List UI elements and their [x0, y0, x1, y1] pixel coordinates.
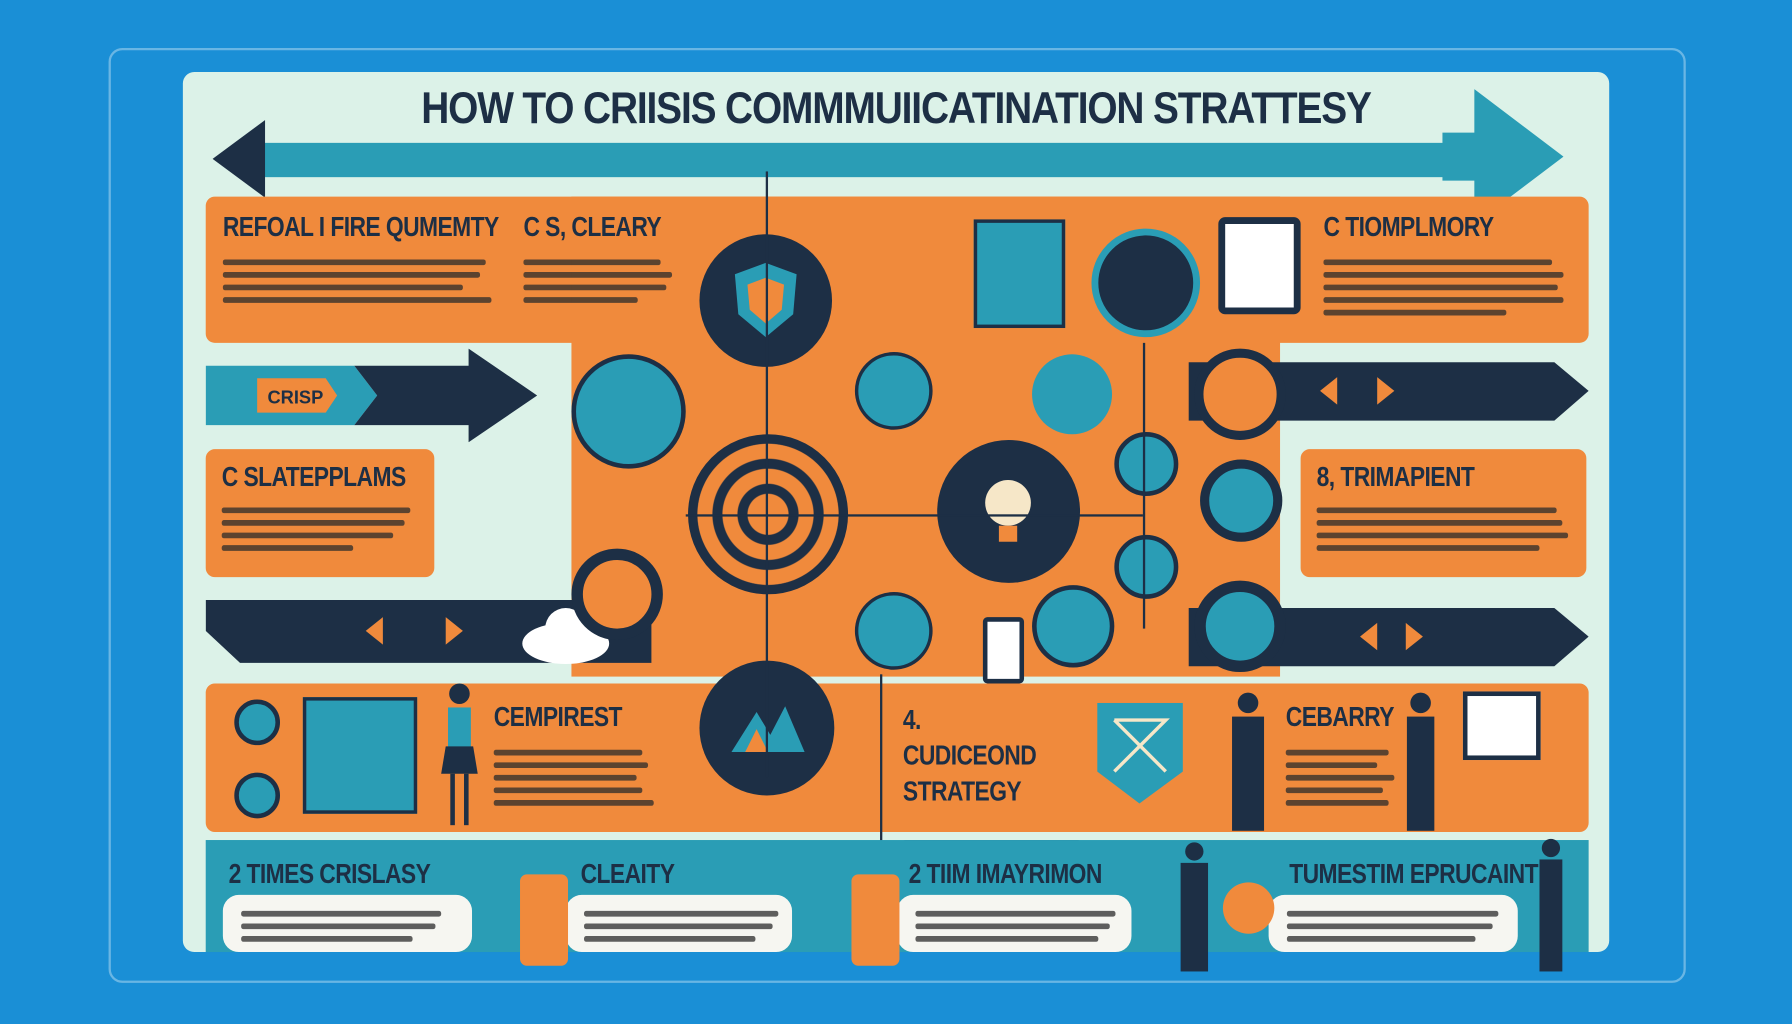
connector-line [1142, 342, 1146, 629]
team-icon [1091, 228, 1201, 338]
crisp-label: CRISP [267, 388, 324, 409]
section-top-2: C S, CLEARY [523, 213, 683, 303]
section-low-3: CEBARRY [1285, 702, 1423, 806]
gear-icon [1200, 459, 1283, 542]
section-bottom-1-text [222, 894, 473, 953]
person-icon [1406, 692, 1435, 831]
person-icon [1539, 838, 1563, 972]
monitor-icon [571, 354, 686, 469]
page-title: HOW TO CRIISIS COMMMUIICATINATION STRATT… [421, 83, 1372, 134]
globe-icon [1032, 585, 1115, 668]
section-top-1: REFOAL I FIRE QUMEMTY [222, 212, 499, 303]
connector-line [765, 171, 769, 778]
section-heading: CEMPIREST [493, 702, 623, 734]
section-bottom-4: TUMESTIM EPRUCAINT [1289, 859, 1538, 889]
lightbulb-icon [937, 440, 1081, 583]
cloud-icon [522, 608, 610, 665]
person-icon [1232, 692, 1265, 831]
outer-frame [108, 48, 1686, 983]
section-low-1: CEMPIREST [493, 702, 683, 806]
section-bottom-4-text [1268, 894, 1518, 953]
section-heading: C SLATEPPLAMS [221, 462, 406, 494]
person-icon [1180, 842, 1209, 972]
phone-icon [982, 617, 1025, 684]
lower-band [205, 683, 1589, 833]
section-heading: CEBARRY [1285, 702, 1395, 734]
connector-line [685, 514, 1143, 517]
node-icon [1194, 580, 1286, 673]
section-body [1316, 507, 1571, 551]
section-bottom-3: 2 TIIM IMAYRIMON [909, 859, 1103, 889]
section-heading: 4. CUDICEOND STRATEGY [902, 705, 1037, 808]
section-bottom-1: 2 TIMES CRISLASY [229, 859, 431, 889]
section-heading: CLEAITY [580, 859, 675, 890]
section-bottom-2: CLEAITY [581, 859, 675, 889]
hand-icon [520, 874, 569, 966]
badge-icon [1097, 702, 1183, 804]
node-icon [1114, 534, 1179, 599]
section-body [1285, 749, 1423, 806]
section-top-3: C TIOMPLMORY [1323, 213, 1574, 316]
arrow-right-head-icon [1442, 89, 1564, 225]
section-mid-2: 8, TRIMAPIENT [1300, 449, 1587, 578]
section-mid-1: C SLATEPPLAMS [205, 449, 435, 578]
section-body [222, 259, 497, 303]
section-heading: REFOAL I FIRE QUMEMTY [222, 212, 499, 243]
section-heading: 8, TRIMAPIENT [1316, 462, 1475, 494]
hand-icon [851, 874, 900, 966]
tablet-icon [1218, 217, 1301, 315]
node-icon [234, 699, 281, 746]
node-icon [1114, 432, 1179, 497]
node-icon [571, 548, 663, 641]
node-icon [234, 772, 281, 819]
section-heading: TUMESTIM EPRUCAINT [1289, 859, 1538, 890]
arrow-left-head-icon [212, 120, 266, 198]
section-bottom-2-text [565, 894, 793, 953]
presentation-board-icon [1462, 691, 1541, 761]
right-arrow-1 [1188, 362, 1589, 421]
section-body [221, 507, 419, 551]
section-body [1323, 259, 1574, 316]
chart-icon [854, 592, 933, 670]
gear-icon [1194, 348, 1286, 441]
dollar-icon [1222, 882, 1275, 934]
chat-icon [1032, 354, 1113, 435]
section-heading: 2 TIMES CRISLASY [228, 859, 431, 890]
chart-icon [854, 352, 933, 430]
right-arrow-2 [1188, 608, 1589, 667]
document-icon [302, 697, 418, 814]
section-heading: C TIOMPLMORY [1323, 212, 1494, 243]
section-bottom-3-text [897, 894, 1132, 953]
section-body [493, 749, 683, 806]
timeline-bar [260, 142, 1473, 178]
document-icon [973, 219, 1066, 329]
section-heading: 2 TIIM IMAYRIMON [908, 859, 1103, 890]
person-icon [441, 683, 478, 826]
connector-line [880, 674, 883, 949]
section-heading: C S, CLEARY [523, 212, 662, 243]
section-body [523, 259, 683, 303]
crisp-arrow [205, 348, 538, 443]
